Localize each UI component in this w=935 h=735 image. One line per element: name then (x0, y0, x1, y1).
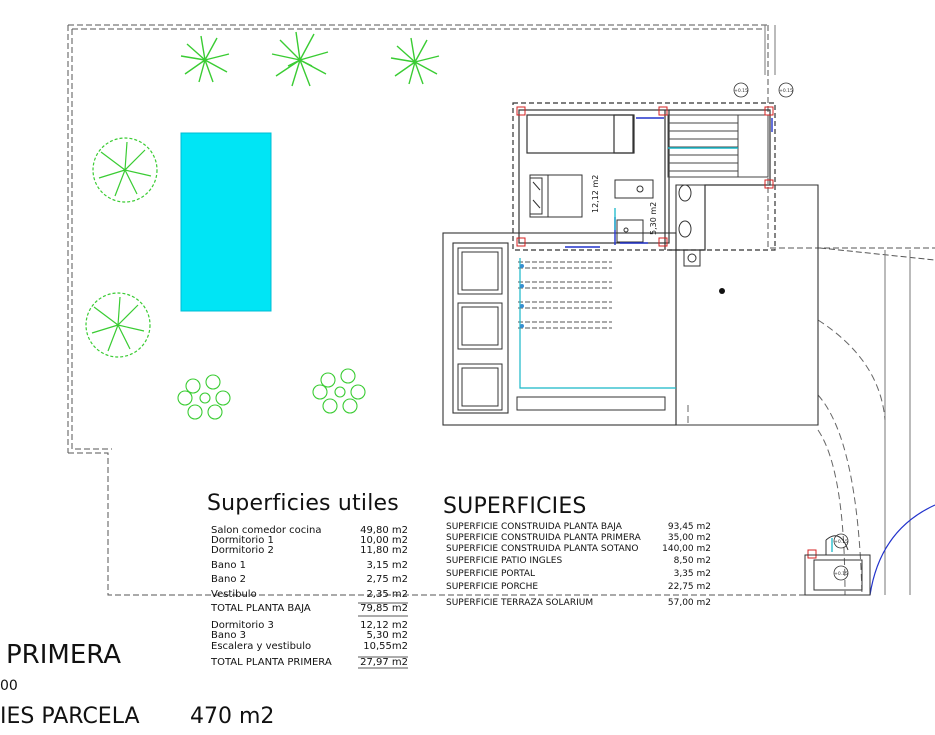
row-value: 10,00 m2 (360, 535, 408, 546)
row-label: SUPERFICIE PORCHE (446, 582, 539, 592)
table-row: Dormitorio 1 10,00 m2 (211, 535, 408, 546)
row-label: SUPERFICIE CONSTRUIDA PLANTA BAJA (446, 522, 622, 532)
row-label: Bano 1 (211, 560, 246, 571)
row-value: 10,55m2 (363, 641, 408, 652)
shrub-icon (177, 368, 366, 420)
gate-arc (869, 504, 935, 596)
row-value: 3,35 m2 (673, 569, 711, 579)
level-marker-text: +0.15 (834, 539, 848, 545)
row-value: 27,97 m2 (360, 657, 408, 668)
terrace-outline (442, 184, 819, 426)
row-label: Bano 3 (211, 630, 246, 641)
parcela-label: IES PARCELA (0, 704, 140, 729)
table-row: Dormitorio 2 11,80 m2 (211, 545, 408, 556)
table-row: SUPERFICIE CONSTRUIDA PLANTA SOTANO 140,… (446, 544, 711, 555)
row-value: 35,00 m2 (667, 533, 711, 543)
row-value: 5,30 m2 (366, 630, 408, 641)
row-value: 79,85 m2 (360, 603, 408, 614)
utiles-table: Salon comedor cocina 49,80 m2 Dormitorio… (211, 525, 408, 675)
row-value: 57,00 m2 (667, 598, 711, 608)
plot-boundary (67, 24, 935, 596)
room-area-label: 5,30 m2 (649, 202, 658, 235)
tree-icon (85, 137, 158, 358)
table-row: SUPERFICIE PORTAL 3,35 m2 (446, 569, 711, 580)
row-value: 11,80 m2 (360, 545, 408, 556)
table-row: SUPERFICIE CONSTRUIDA PLANTA BAJA 93,45 … (446, 522, 711, 533)
table-row: Bano 1 3,15 m2 (211, 560, 408, 571)
drain-point (719, 288, 725, 294)
row-label: TOTAL PLANTA PRIMERA (211, 657, 332, 668)
table-row: Bano 3 5,30 m2 (211, 630, 408, 641)
row-label: Dormitorio 3 (211, 620, 274, 631)
level-marker-text: +0.15 (834, 571, 848, 577)
row-value: 140,00 m2 (662, 544, 711, 554)
bed-icon (529, 174, 583, 218)
row-label: SUPERFICIE PORTAL (446, 569, 536, 579)
row-value: 2,75 m2 (366, 574, 408, 585)
row-value: 93,45 m2 (667, 522, 711, 532)
parcela-value: 470 m2 (190, 704, 275, 729)
staircase (667, 114, 769, 178)
level-marker-text: +0.15 (734, 88, 748, 94)
column-markers (516, 106, 817, 559)
row-label: Vestibulo (211, 589, 257, 600)
table-row: SUPERFICIE CONSTRUIDA PLANTA PRIMERA 35,… (446, 533, 711, 544)
row-label: Bano 2 (211, 574, 246, 585)
table-row: Escalera y vestibulo 10,55m2 (211, 641, 408, 652)
table-rules (358, 602, 408, 669)
row-label: Dormitorio 1 (211, 535, 274, 546)
table-row: Salon comedor cocina 49,80 m2 (211, 525, 408, 536)
row-value: 22,75 m2 (667, 582, 711, 592)
table-row: Bano 2 2,75 m2 (211, 574, 408, 585)
row-label: SUPERFICIE TERRAZA SOLARIUM (446, 598, 594, 608)
row-value: 2,35 m2 (366, 589, 408, 600)
row-label: SUPERFICIE CONSTRUIDA PLANTA PRIMERA (446, 533, 641, 543)
planter-boxes (457, 247, 666, 411)
utiles-title: Superficies utiles (207, 491, 399, 516)
row-label: SUPERFICIE PATIO INGLES (446, 556, 563, 566)
row-label: Escalera y vestibulo (211, 641, 312, 652)
property-edge-lines (764, 25, 911, 595)
row-value: 12,12 m2 (360, 620, 408, 631)
palm-tree-icon (180, 31, 440, 87)
row-value: 3,15 m2 (366, 560, 408, 571)
table-row: SUPERFICIE PATIO INGLES 8,50 m2 (446, 556, 711, 567)
level-marker-text: +0.15 (779, 88, 793, 94)
row-value: 49,80 m2 (360, 525, 408, 536)
table-row: Dormitorio 3 12,12 m2 (211, 620, 408, 631)
row-label: SUPERFICIE CONSTRUIDA PLANTA SOTANO (446, 544, 639, 554)
planta-title: PRIMERA (6, 640, 122, 670)
pergola-slats (518, 261, 612, 329)
swimming-pool (180, 132, 272, 312)
terrace-cyan-edge (519, 258, 676, 389)
scale-fragment: 00 (0, 678, 18, 694)
row-value: 8,50 m2 (673, 556, 711, 566)
row-label: TOTAL PLANTA BAJA (211, 603, 311, 614)
table-total-row: TOTAL PLANTA BAJA 79,85 m2 (211, 603, 408, 614)
table-row: SUPERFICIE PORCHE 22,75 m2 (446, 582, 711, 593)
table-row: Vestibulo 2,35 m2 (211, 589, 408, 600)
room-area-label: 12,12 m2 (591, 175, 600, 213)
bathroom-fixtures (614, 179, 701, 267)
driveway-curves (687, 319, 886, 596)
table-total-row: TOTAL PLANTA PRIMERA 27,97 m2 (211, 657, 408, 668)
column-dots (520, 264, 524, 328)
level-marker-icon (733, 82, 849, 581)
row-label: Dormitorio 2 (211, 545, 274, 556)
entrance-portal (804, 535, 871, 596)
row-label: Salon comedor cocina (211, 525, 322, 536)
superficies-title: SUPERFICIES (443, 494, 587, 519)
table-row: SUPERFICIE TERRAZA SOLARIUM 57,00 m2 (446, 598, 711, 609)
superficies-table: SUPERFICIE CONSTRUIDA PLANTA BAJA 93,45 … (446, 522, 711, 612)
